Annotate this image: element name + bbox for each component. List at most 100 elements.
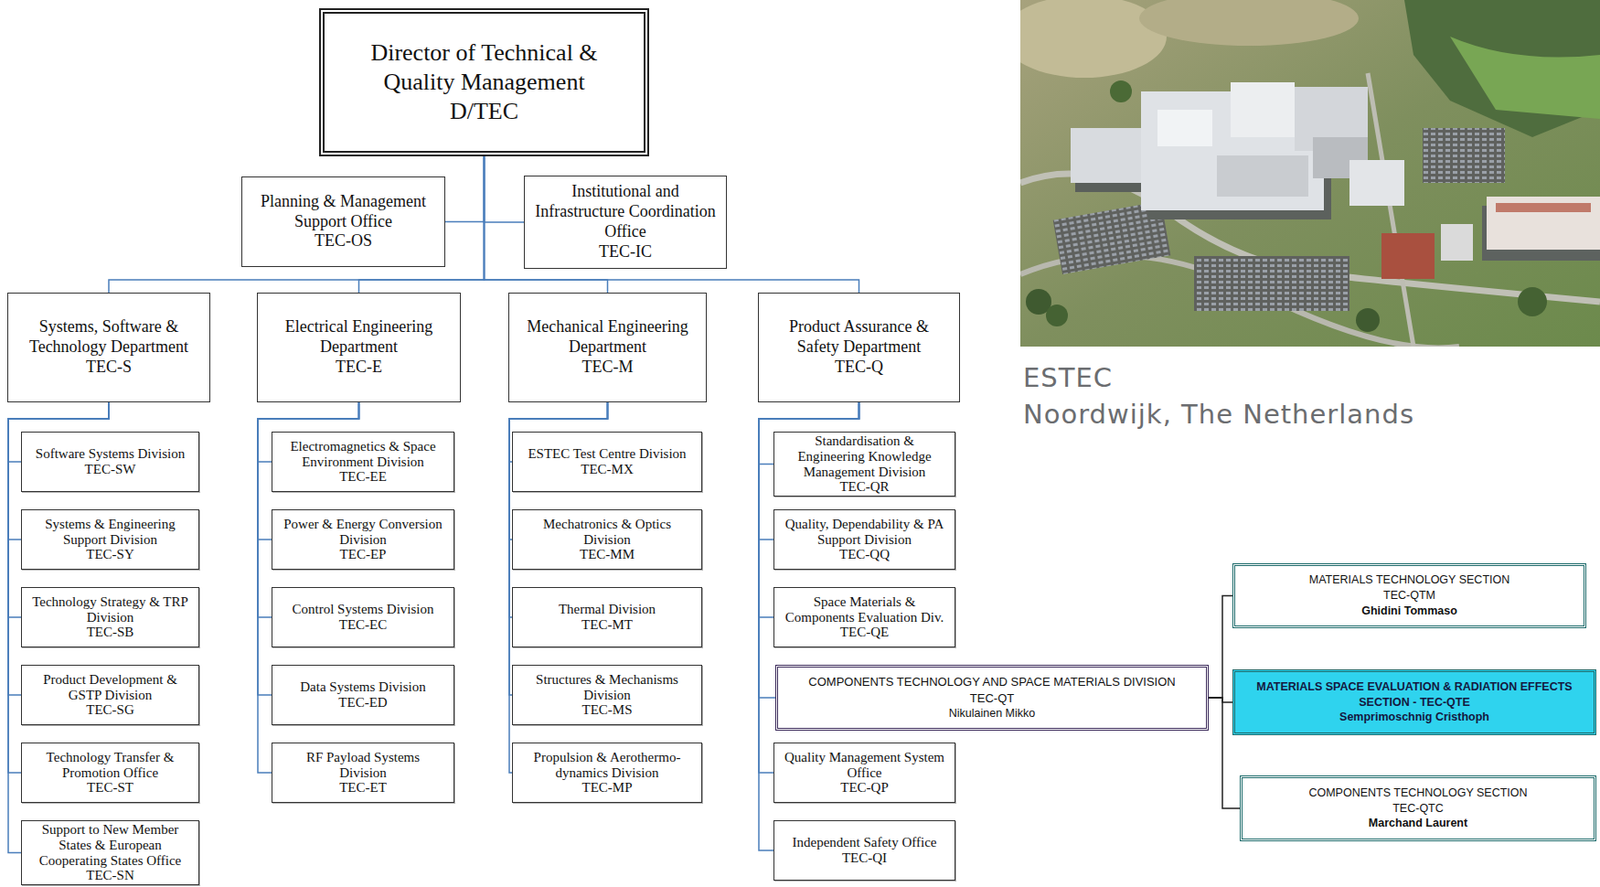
division-box: Control Systems DivisionTEC-EC: [271, 586, 455, 648]
division-box: Quality Management System OfficeTEC-QP: [773, 742, 956, 803]
box-code: TEC-QR: [783, 479, 946, 495]
box-title: Propulsion & Aerothermo- dynamics Divisi…: [522, 749, 693, 781]
division-box: Technology Transfer & Promotion OfficeTE…: [21, 742, 200, 803]
tree: [1045, 304, 1068, 327]
section-box: MATERIALS SPACE EVALUATION & RADIATION E…: [1232, 669, 1597, 736]
connector-line: [445, 156, 485, 223]
building-roof: [1230, 82, 1295, 138]
division-box: Software Systems DivisionTEC-SW: [21, 431, 200, 492]
box-code: TEC-OS: [249, 231, 438, 252]
building-roof: [1216, 155, 1309, 197]
box-title: Technology Strategy & TRP Division: [31, 594, 190, 626]
org-box: Director of Technical & Quality Manageme…: [319, 8, 650, 157]
box-title: Systems & Engineering Support Division: [31, 516, 190, 548]
division-box: Electromagnetics & Space Environment Div…: [271, 431, 455, 492]
division-box: Support to New Member States & European …: [21, 820, 200, 886]
box-code: TEC-EC: [281, 617, 445, 633]
connector-line: [108, 156, 485, 293]
box-title: Technology Transfer & Promotion Office: [31, 749, 190, 781]
box-title: ESTEC Test Centre Division: [522, 446, 693, 462]
box-code: TEC-QE: [783, 624, 946, 640]
place-label: Noordwijk, The Netherlands: [1023, 398, 1415, 431]
division-box: Power & Energy Conversion DivisionTEC-EP: [271, 509, 455, 570]
parking-lot: [1422, 128, 1505, 183]
box-code: TEC-MM: [522, 546, 693, 563]
org-box: COMPONENTS TECHNOLOGY AND SPACE MATERIAL…: [775, 664, 1209, 731]
connector-line: [484, 156, 525, 223]
box-title: Institutional and Infrastructure Coordin…: [532, 181, 719, 243]
org-box: Systems, Software & Technology Departmen…: [7, 292, 211, 403]
building: [1440, 224, 1473, 261]
box-title: Data Systems Division: [281, 679, 445, 695]
division-box: Product Development & GSTP DivisionTEC-S…: [21, 664, 200, 726]
place-label: ESTEC: [1023, 362, 1113, 395]
box-title: Quality, Dependability & PA Support Divi…: [783, 516, 946, 548]
division-box: Mechatronics & Optics DivisionTEC-MM: [512, 509, 703, 570]
box-title: Power & Energy Conversion Division: [281, 516, 445, 548]
division-box: Structures & Mechanisms DivisionTEC-MS: [512, 664, 703, 726]
box-code: Ghidini Tommaso: [1240, 603, 1579, 619]
parking-lot: [1194, 256, 1350, 311]
box-code: TEC-ET: [298, 779, 428, 796]
box-title: COMPONENTS TECHNOLOGY SECTION: [1248, 785, 1589, 801]
org-box: Institutional and Infrastructure Coordin…: [523, 175, 727, 269]
box-code: TEC-IC: [532, 242, 719, 263]
box-title: Control Systems Division: [281, 601, 445, 618]
division-box: Systems & Engineering Support DivisionTE…: [21, 509, 200, 570]
division-box: Standardisation & Engineering Knowledge …: [773, 431, 956, 497]
box-title: RF Payload Systems Division: [298, 749, 428, 781]
box-code: TEC-MP: [522, 779, 693, 796]
red-building: [1381, 233, 1435, 279]
box-title: Structures & Mechanisms Division: [522, 672, 693, 704]
box-code: TEC-EP: [281, 546, 445, 563]
division-box: Quality, Dependability & PA Support Divi…: [773, 509, 956, 570]
tree: [1109, 80, 1132, 103]
connector-line: [1208, 596, 1233, 699]
green-field: [1450, 36, 1600, 119]
division-box: Data Systems DivisionTEC-ED: [271, 664, 455, 726]
org-box: Electrical Engineering DepartmentTEC-E: [256, 292, 461, 403]
box-code: TEC-QTM: [1240, 587, 1579, 604]
box-code: TEC-MX: [522, 461, 693, 478]
box-title: Quality Management System Office: [783, 749, 946, 781]
box-code: TEC-ST: [31, 779, 190, 796]
box-title: Mechanical Engineering Department: [516, 317, 699, 358]
box-title: Product Assurance & Safety Department: [766, 317, 952, 358]
box-code: D/TEC: [352, 96, 617, 127]
box-code: TEC-ED: [281, 694, 445, 711]
box-code: TEC-M: [516, 357, 699, 378]
org-box: Planning & Management Support OfficeTEC-…: [241, 176, 446, 267]
box-code: TEC-SB: [31, 624, 190, 640]
building: [1486, 196, 1600, 250]
section-box: MATERIALS TECHNOLOGY SECTIONTEC-QTMGhidi…: [1232, 563, 1587, 629]
division-box: Thermal DivisionTEC-MT: [512, 586, 703, 648]
box-title: Director of Technical & Quality Manageme…: [352, 38, 617, 96]
box-code: TEC-MS: [522, 702, 693, 718]
box-title: Software Systems Division: [31, 446, 190, 462]
box-title: Planning & Management Support Office: [249, 192, 438, 233]
box-title: MATERIALS SPACE EVALUATION & RADIATION E…: [1240, 679, 1589, 711]
box-code: TEC-MT: [522, 617, 693, 633]
connector-line: [484, 156, 860, 293]
box-code: TEC-SY: [31, 546, 190, 563]
box-title: Space Materials & Components Evaluation …: [783, 594, 946, 626]
box-code: TEC-E: [265, 357, 453, 378]
division-box: Space Materials & Components Evaluation …: [773, 586, 956, 648]
building: [1349, 160, 1405, 206]
division-box: ESTEC Test Centre DivisionTEC-MX: [512, 431, 703, 492]
box-code: TEC-SW: [31, 461, 190, 478]
box-code: TEC-QT: [785, 690, 1199, 707]
box-title: COMPONENTS TECHNOLOGY AND SPACE MATERIAL…: [785, 673, 1199, 691]
org-box: Product Assurance & Safety DepartmentTEC…: [757, 292, 960, 403]
division-box: Technology Strategy & TRP DivisionTEC-SB: [21, 586, 200, 648]
box-title: Independent Safety Office: [783, 834, 946, 851]
box-title: MATERIALS TECHNOLOGY SECTION: [1240, 572, 1579, 588]
box-code: TEC-QP: [783, 779, 946, 796]
box-title: Product Development & GSTP Division: [31, 672, 190, 704]
division-box: RF Payload Systems DivisionTEC-ET: [271, 742, 455, 803]
box-title: Electrical Engineering Department: [265, 317, 453, 358]
box-title: Systems, Software & Technology Departmen…: [15, 317, 203, 358]
section-box: COMPONENTS TECHNOLOGY SECTIONTEC-QTCMarc…: [1239, 775, 1597, 842]
box-code: TEC-SN: [31, 867, 190, 884]
box-title: Support to New Member States & European …: [31, 821, 190, 868]
